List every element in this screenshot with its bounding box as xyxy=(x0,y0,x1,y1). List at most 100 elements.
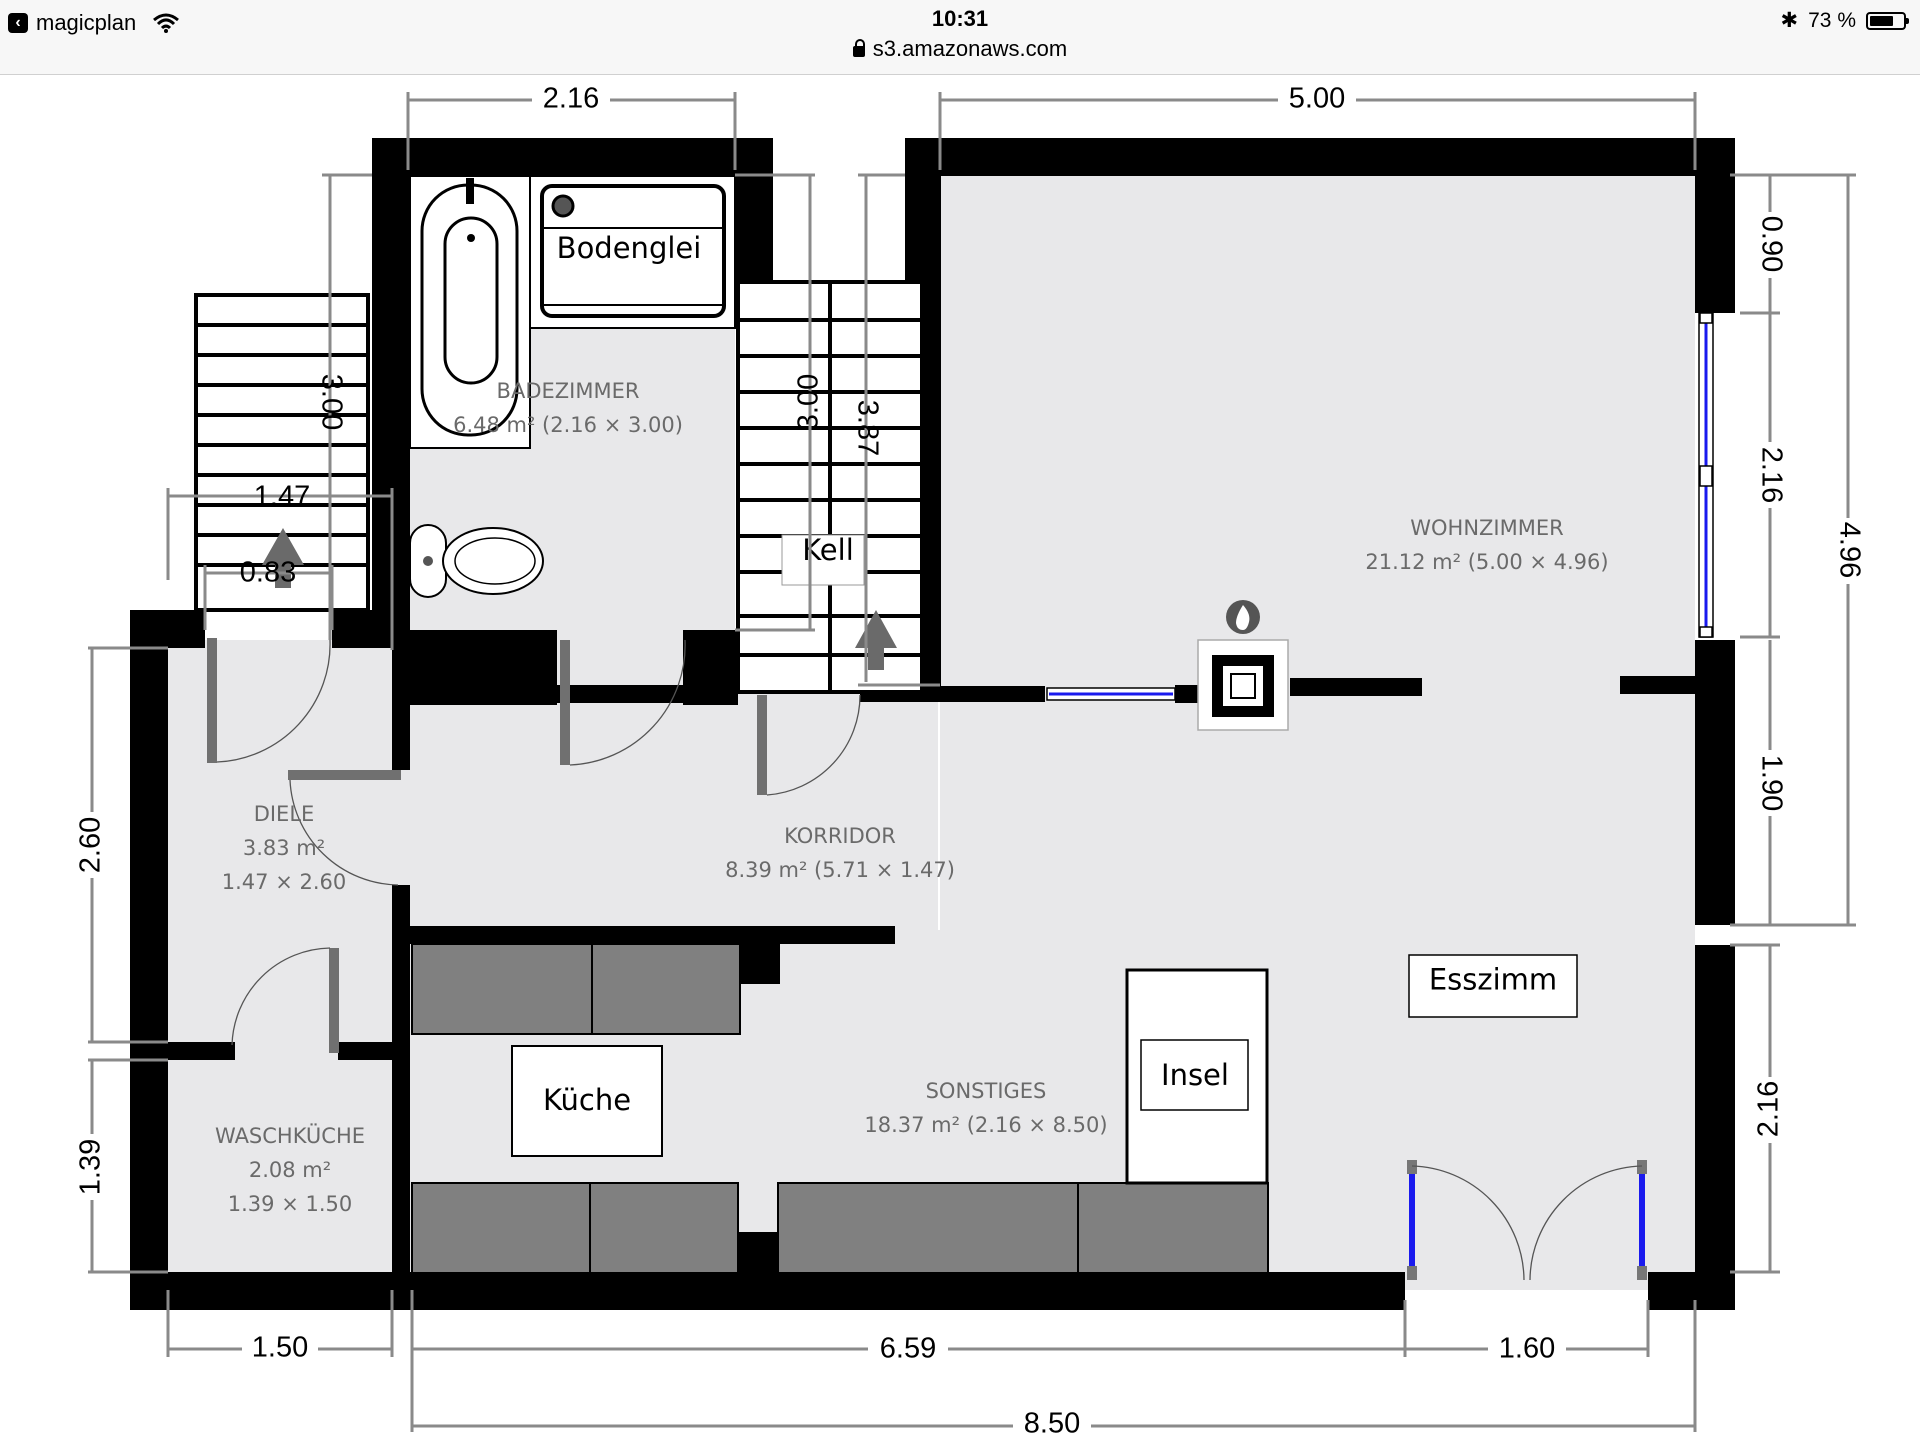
door-leaves xyxy=(207,638,767,1053)
dim-bottom-kitchen: 6.59 xyxy=(880,1333,936,1365)
wall-bottom-left xyxy=(130,1272,1405,1310)
cabinet-lower-2 xyxy=(589,1182,739,1274)
toilet-icon xyxy=(409,524,544,598)
battery-level-fill xyxy=(1870,15,1894,26)
wall-kitchen-pillar-bottom xyxy=(738,1232,778,1274)
dim-top-bathroom: 2.16 xyxy=(543,83,599,115)
room-sonstiges-name: SONSTIGES xyxy=(926,1079,1047,1103)
battery-percent: 73 % xyxy=(1808,8,1856,32)
dim-right-window: 2.16 xyxy=(1755,447,1787,503)
wall-left-top xyxy=(130,610,205,648)
floor-wohnzimmer xyxy=(940,175,1695,1290)
cabinet-lower-1 xyxy=(411,1182,591,1274)
dim-right-bottom: 2.16 xyxy=(1753,1081,1785,1137)
room-diele-area: 3.83 m² xyxy=(243,836,325,860)
dim-right-total: 4.96 xyxy=(1833,522,1865,578)
status-bar: ‹ magicplan 10:31 s3.amazonaws.com ✱ 73 … xyxy=(0,0,1920,75)
room-wohnzimmer-name: WOHNZIMMER xyxy=(1410,516,1563,540)
door-swing-corridor xyxy=(289,779,399,886)
room-wohnzimmer-area: 21.12 m² (5.00 × 4.96) xyxy=(1365,550,1608,574)
door-diele-top xyxy=(207,638,217,763)
dim-left-diele: 2.60 xyxy=(75,817,107,873)
back-to-app-button[interactable]: ‹ magicplan xyxy=(8,10,180,36)
dim-bottom-wasch: 1.50 xyxy=(252,1332,308,1364)
room-waschkueche-name: WASCHKÜCHE xyxy=(215,1123,365,1148)
kitchen-cabinets xyxy=(411,943,1269,1274)
lock-icon xyxy=(852,39,865,57)
back-chevron-icon: ‹ xyxy=(8,13,28,33)
faucet-icon xyxy=(466,178,474,204)
cabinet-upper-1 xyxy=(411,943,593,1035)
wall-top-bathroom xyxy=(372,138,773,176)
dim-top-living: 5.00 xyxy=(1289,83,1345,115)
esszimm-label-box xyxy=(1408,954,1578,1018)
door-swings xyxy=(216,639,861,1046)
patio-door xyxy=(1407,1160,1647,1281)
dim-stair-0-83: 0.83 xyxy=(240,557,296,589)
wall-kitchen-top xyxy=(410,926,895,944)
wall-block-bath xyxy=(392,630,557,705)
dim-kell-stair-height: 3.00 xyxy=(793,374,825,430)
wall-top-living xyxy=(905,138,1735,176)
cabinet-lower-4 xyxy=(1077,1182,1269,1274)
kell-label-box xyxy=(781,534,865,586)
dim-kell-3-87: 3.87 xyxy=(851,400,883,456)
walls xyxy=(130,138,1735,1310)
stairs-left xyxy=(194,293,370,612)
wall-bottom-right xyxy=(1648,1272,1735,1310)
wall-kitchen-left xyxy=(392,885,410,1310)
wall-wasch-top-right xyxy=(338,1042,398,1060)
dim-bottom-total: 8.50 xyxy=(1024,1408,1080,1440)
dimension-lines xyxy=(88,92,1856,1432)
door-wasch xyxy=(329,948,339,1053)
insel-label-box xyxy=(1140,1039,1249,1111)
wall-right-bottom xyxy=(1695,945,1735,1310)
wall-bath-bottom xyxy=(557,685,737,703)
dim-stair-1-47: 1.47 xyxy=(254,481,310,513)
door-diele-corridor xyxy=(288,770,401,780)
room-diele-size: 1.47 × 2.60 xyxy=(222,870,346,894)
dim-right-mid: 1.90 xyxy=(1755,755,1787,811)
wall-diele-korridor xyxy=(392,630,410,770)
kueche-label: Küche xyxy=(543,1083,631,1117)
door-kell xyxy=(757,695,767,795)
door-swing-kell xyxy=(766,694,861,796)
door-swing-diele xyxy=(216,639,331,763)
cabinet-lower-3 xyxy=(777,1182,1079,1274)
url-text: s3.amazonaws.com xyxy=(872,36,1068,61)
wall-kitchen-pillar xyxy=(740,944,780,984)
room-korridor-name: KORRIDOR xyxy=(784,824,896,848)
wall-living-divider xyxy=(1290,678,1422,696)
dim-right-top: 0.90 xyxy=(1755,216,1787,272)
room-korridor-area: 8.39 m² (5.71 × 1.47) xyxy=(725,858,955,882)
stairs-left-arrow-icon xyxy=(262,528,304,588)
insel-label: Insel xyxy=(1161,1058,1229,1092)
wall-right-top xyxy=(1695,138,1735,313)
kueche-label-box xyxy=(511,1045,663,1157)
shower-tray-icon xyxy=(540,184,726,318)
room-waschkueche-area: 2.08 m² xyxy=(249,1158,331,1182)
wall-living-divider-right xyxy=(1620,676,1698,694)
room-diele-name: DIELE xyxy=(254,802,315,826)
room-labels: BADEZIMMER 6.48 m² (2.16 × 3.00) WOHNZIM… xyxy=(215,379,1609,1216)
bodenglei-label: Bodenglei xyxy=(557,231,702,265)
battery-icon xyxy=(1866,11,1909,30)
room-badezimmer-area: 6.48 m² (2.16 × 3.00) xyxy=(453,413,683,437)
dim-bottom-door: 1.60 xyxy=(1499,1333,1555,1365)
stairs-kell-arrow-icon xyxy=(855,610,897,670)
dimension-labels: 2.16 5.00 0.90 2.16 4.96 1.90 2.16 3.00 … xyxy=(74,82,1866,1440)
dim-left-wasch: 1.39 xyxy=(75,1139,107,1195)
wall-wasch-top-left xyxy=(130,1042,235,1060)
wifi-icon xyxy=(153,13,180,33)
bluetooth-icon: ✱ xyxy=(1780,9,1799,32)
room-waschkueche-size: 1.39 × 1.50 xyxy=(228,1192,352,1216)
clock: 10:31 xyxy=(931,6,989,31)
door-swing-bath xyxy=(569,639,686,766)
door-bath xyxy=(560,640,570,765)
url-bar[interactable]: s3.amazonaws.com xyxy=(0,36,1920,62)
wall-window-end xyxy=(1175,685,1200,703)
wall-right-mid xyxy=(1695,640,1735,925)
wall-bathroom-right-top xyxy=(735,138,773,283)
wall-left xyxy=(130,610,168,1310)
back-app-label: magicplan xyxy=(36,10,137,35)
